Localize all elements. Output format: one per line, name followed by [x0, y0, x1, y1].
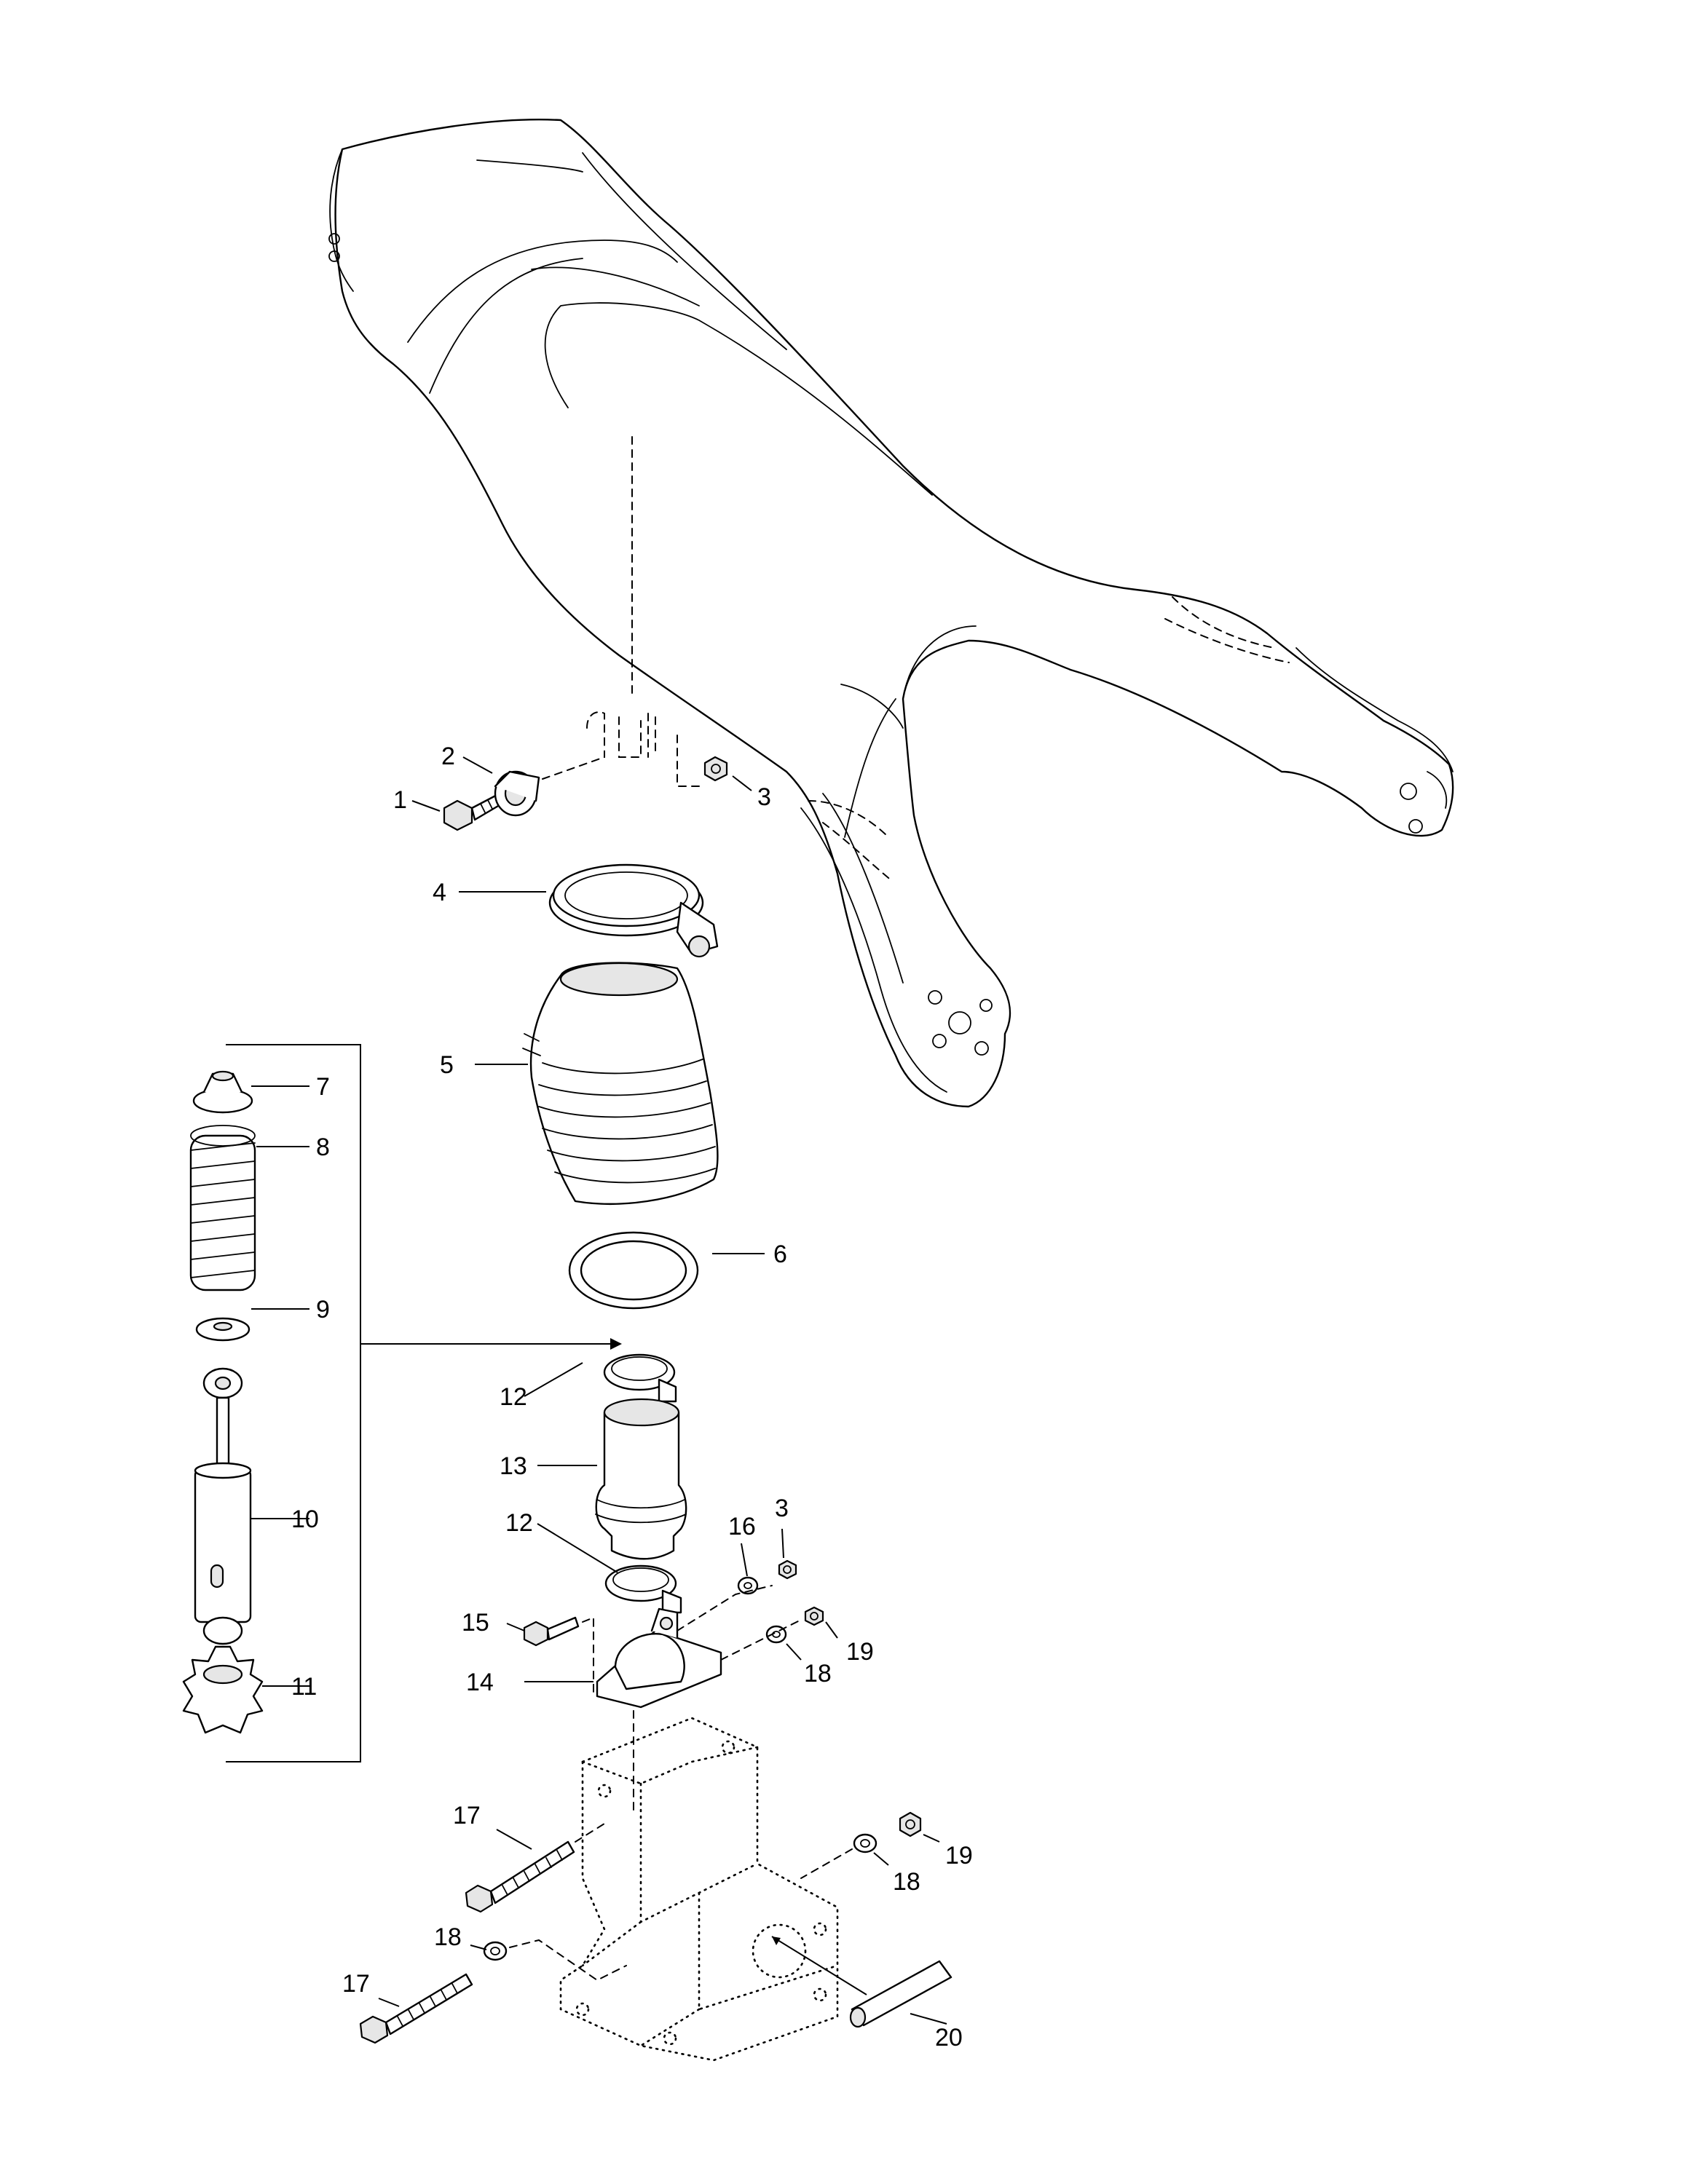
callout-19-mid: 19 — [846, 1638, 874, 1666]
callout-10: 10 — [291, 1506, 319, 1533]
assembly-bracket — [226, 1044, 622, 1762]
callout-17-upper: 17 — [453, 1802, 481, 1829]
part-10-shock-absorber — [194, 1367, 252, 1645]
callout-15: 15 — [462, 1609, 489, 1637]
part-15-bolt — [523, 1616, 594, 1697]
callout-13: 13 — [500, 1452, 527, 1480]
callout-19-lower: 19 — [945, 1842, 973, 1870]
lower-bracket — [559, 1717, 839, 2062]
callout-12-lower: 12 — [505, 1509, 533, 1537]
callout-7: 7 — [316, 1073, 330, 1101]
callout-labels: 1 2 3 4 5 6 7 8 9 10 11 12 13 12 16 3 15… — [291, 743, 973, 2052]
callout-20: 20 — [935, 2024, 963, 2052]
callout-4: 4 — [433, 879, 446, 906]
part-9-spring-seat-lower — [195, 1317, 251, 1342]
part-20-pin — [771, 1936, 953, 2028]
part-14-shock-mount — [596, 1585, 802, 1813]
part-7-spring-seat — [192, 1070, 253, 1114]
part-19-nut-lower — [899, 1811, 922, 1837]
callout-18-left: 18 — [434, 1923, 462, 1951]
part-17-bolt-upper — [465, 1823, 605, 1913]
callout-18-right: 18 — [893, 1868, 920, 1896]
callout-16: 16 — [728, 1513, 756, 1540]
part-18-washer-left — [483, 1939, 627, 1982]
part-12-hose-clamp-lower — [604, 1564, 682, 1614]
part-1-bolt — [443, 791, 508, 831]
part-16-washer — [737, 1576, 759, 1595]
callout-18-mid: 18 — [804, 1660, 832, 1688]
callout-11: 11 — [291, 1673, 317, 1701]
part-5-bellows-boot — [522, 962, 719, 1205]
callout-12-upper: 12 — [500, 1383, 527, 1411]
part-8-coil-spring — [189, 1125, 256, 1291]
part-4-hose-clamp — [548, 863, 719, 958]
part-3-nut-lower — [778, 1559, 797, 1580]
callout-1: 1 — [393, 786, 407, 814]
part-11-crown — [182, 1645, 264, 1734]
callout-9: 9 — [316, 1296, 330, 1324]
callout-8: 8 — [316, 1133, 330, 1161]
callout-2: 2 — [441, 743, 455, 770]
part-17-bolt-lower — [359, 1973, 473, 2044]
part-12-hose-clamp-upper — [603, 1353, 677, 1403]
callout-3: 3 — [757, 783, 771, 811]
callout-14: 14 — [466, 1669, 494, 1696]
callout-17-lower: 17 — [342, 1970, 370, 1998]
seat-frame — [328, 119, 1454, 1108]
part-3-nut-upper — [677, 735, 728, 787]
part-2-spacer — [494, 756, 605, 817]
callout-3-lower: 3 — [775, 1495, 789, 1522]
callout-5: 5 — [440, 1051, 454, 1079]
leader-lines — [251, 756, 947, 2025]
part-13-tube-boot — [595, 1398, 687, 1560]
part-6-ring — [568, 1231, 699, 1310]
part-19-nut-mid — [804, 1606, 824, 1626]
callout-6: 6 — [773, 1241, 787, 1268]
part-18-washer-right — [800, 1833, 877, 1879]
